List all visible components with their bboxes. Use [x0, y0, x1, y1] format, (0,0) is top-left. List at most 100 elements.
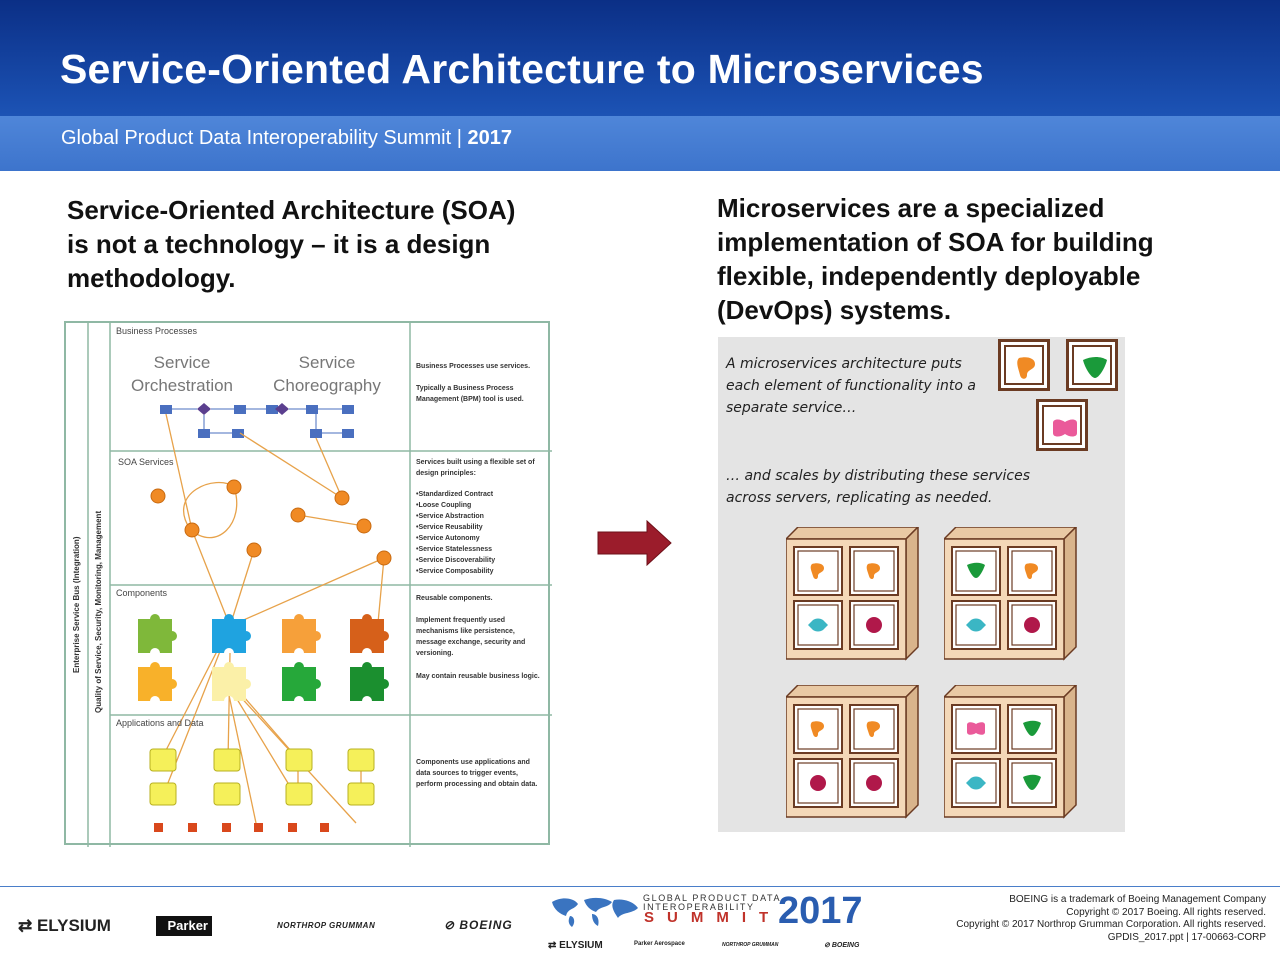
right-heading: Microservices are a specialized implemen… — [717, 193, 1154, 325]
choreography-label: Service Choreography — [273, 353, 381, 395]
principle-item: •Loose Coupling — [416, 502, 472, 509]
microservice-slot — [1007, 758, 1057, 808]
copyright-line: Copyright © 2017 Boeing. All rights rese… — [1066, 906, 1266, 918]
world-map-icon — [552, 897, 638, 927]
microservice-slot — [849, 758, 899, 808]
puzzle-pieces — [138, 614, 389, 701]
desc-soa: Services built using a flexible set of d… — [416, 459, 535, 477]
orange-service-icon — [810, 563, 824, 579]
server-rack — [786, 527, 920, 661]
boeing-logo: ⊘ BOEING — [444, 918, 513, 932]
teal-service-icon — [808, 618, 828, 632]
soa-diagram: Business Processes Service Orchestration… — [64, 321, 552, 847]
microservice-slot — [849, 600, 899, 650]
layer-components-label: Components — [116, 588, 168, 598]
mini-elysium-icon: ⇄ — [548, 940, 560, 951]
principle-item: •Service Statelessness — [416, 546, 493, 553]
layer-soa-label: SOA Services — [118, 457, 174, 467]
server-rack — [786, 685, 920, 819]
server-rack — [944, 685, 1078, 819]
header-band — [0, 116, 1280, 171]
green-service-icon — [1023, 720, 1041, 736]
green-service-icon — [1023, 774, 1041, 790]
mini-elysium-logo: ⇄ ELYSIUM — [548, 940, 603, 951]
copyright-line: GPDIS_2017.ppt | 17-00663-CORP — [1107, 931, 1266, 943]
principles-list: •Standardized Contract •Loose Coupling •… — [416, 489, 546, 577]
orange-service-icon — [1017, 357, 1035, 379]
green-service-icon — [1083, 357, 1107, 378]
desc-components: Reusable components. — [416, 595, 493, 602]
summit-word: SUMMIT — [644, 909, 782, 926]
microservice-slot — [951, 704, 1001, 754]
left-heading: Service-Oriented Architecture (SOA) is n… — [67, 195, 516, 293]
microservice-slot — [1007, 704, 1057, 754]
slide-title: Service-Oriented Architecture to Microse… — [60, 46, 984, 92]
microservice-slot — [951, 758, 1001, 808]
mini-boeing-logo: ⊘ BOEING — [824, 942, 860, 949]
desc-bpm: Typically a Business Process Management … — [416, 385, 524, 403]
microservice-slot — [793, 758, 843, 808]
microservice-slot — [793, 600, 843, 650]
mini-parker-logo: Parker Aerospace — [634, 941, 685, 947]
service-box — [1036, 399, 1088, 451]
orange-service-icon — [1024, 563, 1038, 579]
summit-line2: INTEROPERABILITY — [643, 902, 755, 912]
summit-line1: GLOBAL PRODUCT DATA — [643, 893, 782, 903]
right-arrow-icon — [597, 520, 672, 566]
orange-service-icon — [866, 721, 880, 737]
principle-item: •Service Autonomy — [416, 535, 480, 542]
elysium-icon: ⇄ — [18, 916, 37, 935]
slide-subtitle: Global Product Data Interoperability Sum… — [61, 127, 512, 150]
quality-vertical-label: Quality of Service, Security, Monitoring… — [94, 510, 103, 713]
mini-boeing-icon: ⊘ — [824, 942, 832, 949]
crimson-service-icon — [810, 775, 826, 791]
microservice-slot — [951, 600, 1001, 650]
microservices-text-1: A microservices architecture puts each e… — [726, 356, 976, 416]
green-service-icon — [967, 562, 985, 578]
esb-vertical-label: Enterprise Service Bus (Integration) — [72, 536, 81, 673]
summit-year: 2017 — [778, 890, 863, 932]
microservice-slot — [951, 546, 1001, 596]
footer-divider — [0, 886, 1280, 887]
microservice-slot — [793, 546, 843, 596]
copyright-block: BOEING is a trademark of Boeing Manageme… — [956, 894, 1266, 944]
orchestration-label: Service Orchestration — [130, 353, 234, 395]
microservices-text-2: … and scales by distributing these servi… — [726, 468, 1031, 506]
principle-item: •Service Abstraction — [416, 513, 484, 520]
desc-logic: May contain reusable business logic. — [416, 673, 540, 680]
principle-item: •Service Discoverability — [416, 557, 496, 564]
boeing-icon: ⊘ — [444, 918, 460, 932]
teal-service-icon — [966, 618, 986, 632]
microservice-slot — [1007, 546, 1057, 596]
orange-service-icon — [866, 563, 880, 579]
microservice-slot — [793, 704, 843, 754]
microservice-slot — [849, 546, 899, 596]
server-rack — [944, 527, 1078, 661]
slide-header: Service-Oriented Architecture to Microse… — [0, 0, 1280, 171]
microservices-panel: A microservices architecture puts each e… — [718, 337, 1125, 832]
layer-business-label: Business Processes — [116, 326, 198, 336]
desc-business: Business Processes use services. — [416, 363, 531, 370]
microservice-slot — [849, 704, 899, 754]
parker-logo: Parker — [156, 916, 212, 936]
desc-mechanisms: Implement frequently used mechanisms lik… — [416, 617, 526, 657]
principle-item: •Service Reusability — [416, 524, 483, 531]
desc-apps: Components use applications and data sou… — [416, 759, 538, 788]
crimson-service-icon — [866, 775, 882, 791]
elysium-logo: ⇄ ELYSIUM — [18, 916, 111, 935]
teal-service-icon — [966, 776, 986, 790]
copyright-line: BOEING is a trademark of Boeing Manageme… — [1009, 894, 1266, 905]
pink-service-icon — [967, 722, 985, 735]
service-box — [998, 339, 1050, 391]
service-box — [1066, 339, 1118, 391]
mini-northrop-logo: NORTHROP GRUMMAN — [722, 942, 779, 948]
soa-diagram-graphics — [87, 323, 552, 847]
orange-service-icon — [810, 721, 824, 737]
principle-item: •Standardized Contract — [416, 491, 494, 498]
subtitle-text: Global Product Data Interoperability Sum… — [61, 127, 468, 149]
northrop-logo: NORTHROP GRUMMAN — [277, 921, 376, 930]
crimson-service-icon — [866, 617, 882, 633]
subtitle-year: 2017 — [467, 127, 512, 149]
bpm-flow — [160, 403, 354, 438]
microservice-slot — [1007, 600, 1057, 650]
